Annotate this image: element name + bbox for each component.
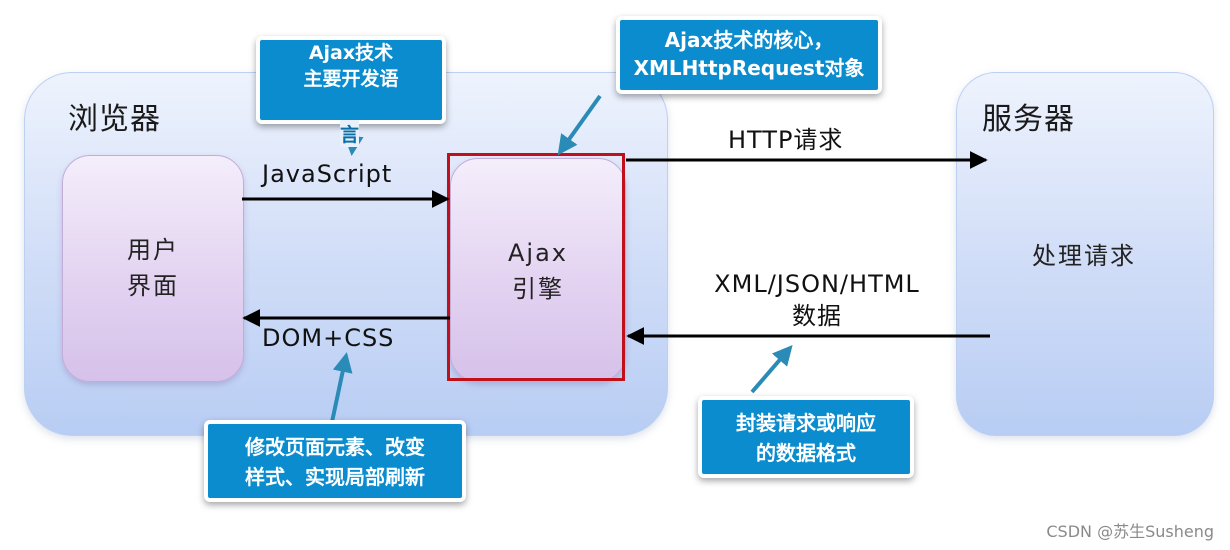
core-callout-line1: Ajax技术的核心， — [664, 28, 834, 52]
core-callout: Ajax技术的核心， XMLHttpRequest对象 — [616, 16, 882, 94]
dom-callout-line1: 修改页面元素、改变 — [245, 435, 425, 459]
browser-title: 浏览器 — [68, 102, 161, 137]
format-callout-line2: 的数据格式 — [756, 441, 856, 465]
user-interface-line1: 用户 — [127, 236, 179, 264]
server-title: 服务器 — [982, 102, 1075, 137]
language-callout: Ajax技术 主要开发语 — [256, 36, 446, 124]
ajax-engine-line2: 引擎 — [512, 275, 564, 303]
response-label: XML/JSON/HTML 数据 — [672, 268, 962, 332]
ajax-engine-highlight-frame — [447, 153, 625, 381]
format-callout-pointer — [750, 344, 793, 394]
server-panel — [956, 72, 1214, 436]
language-callout-line2: 主要开发语 — [303, 68, 399, 90]
language-callout-overflow: 言 — [340, 120, 360, 147]
user-interface-box: 用户 界面 — [62, 155, 244, 382]
ajax-engine-box: Ajax 引擎 — [450, 158, 626, 382]
format-callout-line1: 封装请求或响应 — [736, 411, 876, 435]
response-label-line1: XML/JSON/HTML — [714, 270, 920, 298]
dom-callout-line2: 样式、实现局部刷新 — [245, 465, 425, 489]
core-callout-pointer — [557, 94, 602, 156]
language-callout-line1: Ajax技术 — [308, 42, 394, 64]
server-process-text: 处理请求 — [1032, 242, 1136, 270]
user-interface-line2: 界面 — [127, 272, 179, 300]
dom-css-label: DOM+CSS — [262, 324, 395, 352]
javascript-label: JavaScript — [262, 160, 393, 188]
response-label-line2: 数据 — [792, 302, 842, 330]
dom-callout: 修改页面元素、改变 样式、实现局部刷新 — [204, 420, 466, 502]
dom-callout-pointer — [330, 352, 353, 423]
format-callout: 封装请求或响应 的数据格式 — [698, 396, 914, 478]
csdn-watermark: CSDN @苏生Susheng — [1046, 522, 1214, 541]
http-request-label: HTTP请求 — [728, 126, 844, 154]
core-callout-line2: XMLHttpRequest对象 — [633, 56, 865, 80]
ajax-engine-line1: Ajax — [508, 239, 568, 267]
